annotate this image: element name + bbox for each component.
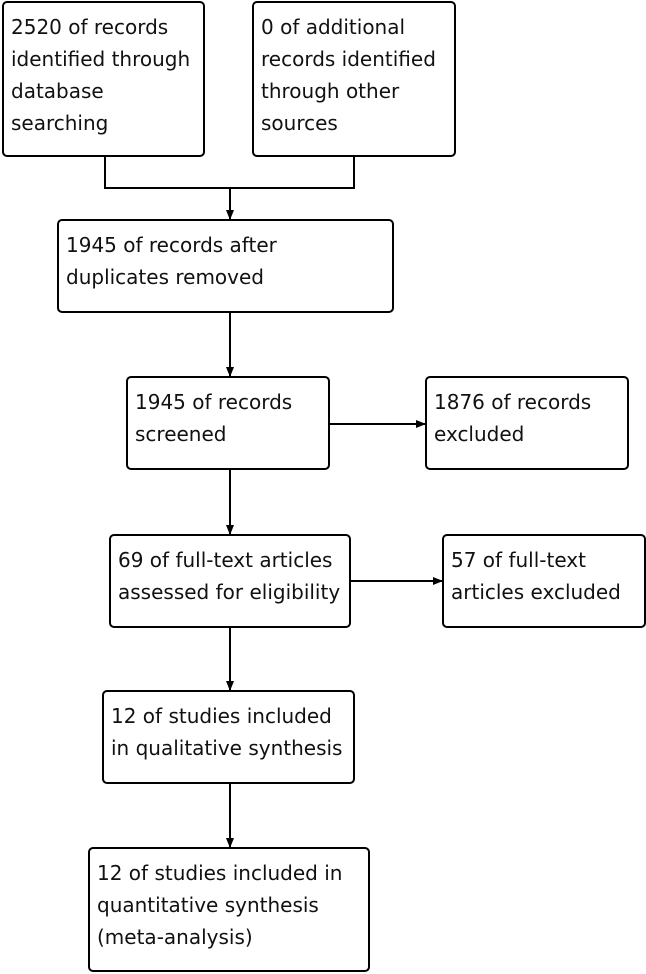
qualitative-synthesis-box: 12 of studies included in qualitative sy… — [102, 690, 355, 784]
box-line: records identified — [261, 47, 436, 71]
box-line: 12 of studies included in — [97, 861, 343, 885]
box-line: excluded — [434, 422, 525, 446]
box-line: screened — [135, 422, 227, 446]
fulltext-assessed-box: 69 of full-text articles assessed for el… — [109, 534, 351, 628]
box-line: in qualitative synthesis — [111, 736, 343, 760]
box-line: 1945 of records — [135, 390, 293, 414]
box-line: database — [11, 79, 104, 103]
box-line: quantitative synthesis — [97, 893, 319, 917]
box-line: duplicates removed — [66, 265, 264, 289]
records-screened-box: 1945 of records screened — [126, 376, 330, 470]
box-line: articles excluded — [451, 580, 621, 604]
box-line: searching — [11, 111, 109, 135]
box-line: 69 of full-text articles — [118, 548, 333, 572]
box-line: 0 of additional — [261, 15, 406, 39]
fulltext-excluded-box: 57 of full-text articles excluded — [442, 534, 646, 628]
records-excluded-box: 1876 of records excluded — [425, 376, 629, 470]
merge-connector — [104, 156, 355, 189]
box-line: 1945 of records after — [66, 233, 277, 257]
box-line: identified through — [11, 47, 191, 71]
box-line: through other — [261, 79, 400, 103]
box-line: assessed for eligibility — [118, 580, 341, 604]
box-line: (meta-analysis) — [97, 925, 253, 949]
box-line: 1876 of records — [434, 390, 592, 414]
records-identified-database-box: 2520 of records identified through datab… — [2, 1, 205, 157]
box-line: 12 of studies included — [111, 704, 332, 728]
quantitative-synthesis-box: 12 of studies included in quantitative s… — [88, 847, 370, 972]
box-line: 57 of full-text — [451, 548, 586, 572]
box-line: 2520 of records — [11, 15, 169, 39]
box-line: sources — [261, 111, 338, 135]
records-after-duplicates-box: 1945 of records after duplicates removed — [57, 219, 394, 313]
records-identified-other-box: 0 of additional records identified throu… — [252, 1, 456, 157]
